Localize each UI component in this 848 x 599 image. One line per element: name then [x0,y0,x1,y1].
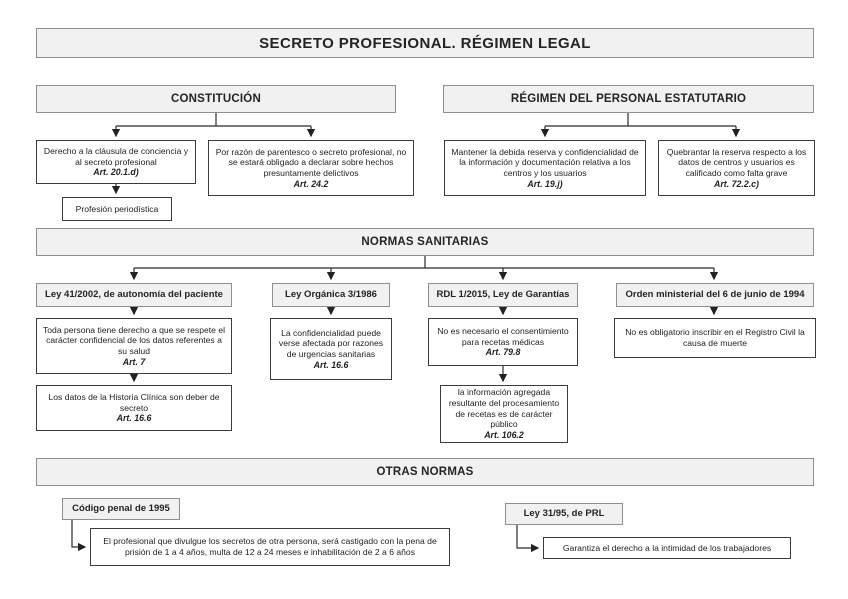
node-text: Los datos de la Historia Clínica son deb… [48,391,220,413]
node-text: Profesión periodística [75,203,159,214]
node-registro-civil: No es obligatorio inscribir en el Regist… [614,318,816,358]
node-confidencialidad-urgencias: La confidencialidad puede verse afectada… [270,318,392,380]
node-text: Garantiza el derecho a la intimidad de l… [562,542,772,553]
section-header-sanitarias: NORMAS SANITARIAS [36,228,814,256]
branch-header-codigo-penal: Código penal de 1995 [62,498,180,520]
branch-header-ley31: Ley 31/95, de PRL [505,503,623,525]
article-ref: Art. 19.j) [527,178,563,189]
node-text: Por razón de parentesco o secreto profes… [215,146,407,178]
branch-header-ley-organica: Ley Orgánica 3/1986 [272,283,390,307]
article-ref: Art. 7 [122,356,146,367]
node-parentesco: Por razón de parentesco o secreto profes… [208,140,414,196]
connector-ley31-elbow [516,525,540,553]
node-text: No es necesario el consentimiento para r… [437,325,569,347]
node-text: Mantener la debida reserva y confidencia… [451,146,639,178]
section-header-estatutario: RÉGIMEN DEL PERSONAL ESTATUTARIO [443,85,814,113]
branch-header-ley41: Ley 41/2002, de autonomía del paciente [36,283,232,307]
node-text: La confidencialidad puede verse afectada… [278,327,384,359]
article-ref: Art. 79.8 [485,347,521,358]
node-text: Quebrantar la reserva respecto a los dat… [666,146,807,178]
diagram-title: SECRETO PROFESIONAL. RÉGIMEN LEGAL [36,28,814,58]
node-toda-persona: Toda persona tiene derecho a que se resp… [36,318,232,374]
node-text: Toda persona tiene derecho a que se resp… [42,324,226,356]
node-quebrantar-reserva: Quebrantar la reserva respecto a los dat… [658,140,815,196]
node-historia-clinica: Los datos de la Historia Clínica son deb… [36,385,232,431]
node-mantener-reserva: Mantener la debida reserva y confidencia… [444,140,646,196]
node-text: la información agregada resultante del p… [448,387,560,430]
node-text: Derecho a la cláusula de conciencia y al… [43,145,189,167]
node-text: El profesional que divulgue los secretos… [103,536,437,557]
node-intimidad-trabajadores: Garantiza el derecho a la intimidad de l… [543,537,791,559]
node-derecho-conciencia: Derecho a la cláusula de conciencia y al… [36,140,196,184]
article-ref: Art. 16.6 [313,359,349,370]
article-ref: Art. 106.2 [484,429,524,440]
node-informacion-agregada: la información agregada resultante del p… [440,385,568,443]
branch-header-rdl: RDL 1/2015, Ley de Garantías [428,283,578,307]
section-header-otras: OTRAS NORMAS [36,458,814,486]
article-ref: Art. 72.2.c) [714,178,759,189]
node-consentimiento-recetas: No es necesario el consentimiento para r… [428,318,578,366]
connector-codigo-elbow [71,520,87,552]
article-ref: Art. 16.6 [116,413,152,424]
branch-header-orden-ministerial: Orden ministerial del 6 de junio de 1994 [616,283,814,307]
node-profesion-periodistica: Profesión periodística [62,197,172,221]
section-header-constitucion: CONSTITUCIÓN [36,85,396,113]
article-ref: Art. 24.2 [293,178,329,189]
article-ref: Art. 20.1.d) [93,167,139,178]
node-divulgacion-secretos: El profesional que divulgue los secretos… [90,528,450,566]
node-text: No es obligatorio inscribir en el Regist… [625,327,805,348]
